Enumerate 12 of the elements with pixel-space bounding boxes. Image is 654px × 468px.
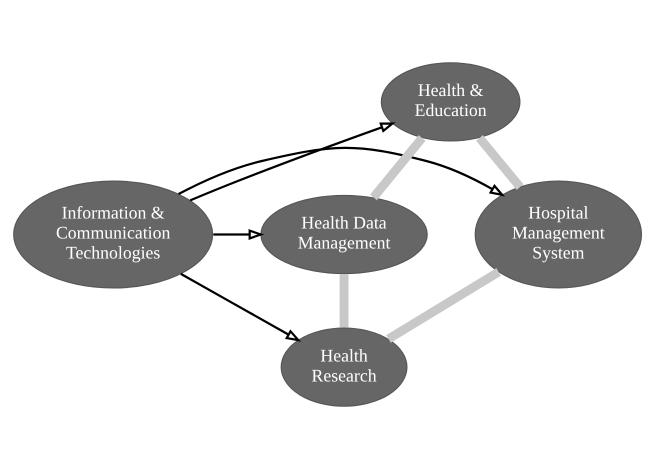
connector [386, 268, 500, 342]
arrow [212, 228, 264, 240]
node-ellipse: Health Data Management [260, 194, 428, 274]
node-ellipse: Health & Education [380, 62, 520, 142]
node-ellipse: Information & Communication Technologies [12, 180, 213, 288]
arrow [189, 122, 396, 201]
connector [476, 134, 523, 190]
connector [339, 274, 348, 327]
connector [370, 134, 426, 200]
arrow [178, 146, 505, 196]
node-ellipse: Hospital Management System [474, 180, 642, 288]
arrow [180, 272, 301, 342]
